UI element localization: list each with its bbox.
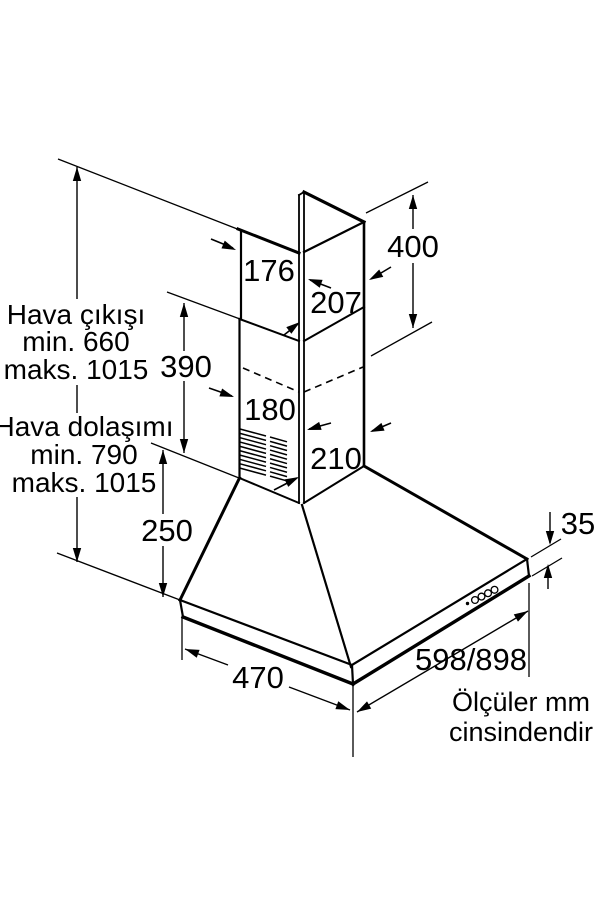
canopy-left-slope-edge [177,475,242,603]
arrowhead [284,477,299,487]
duct-section-seam-right [302,305,366,343]
canopy-top-extension-line [150,442,240,479]
arrowhead [513,611,528,622]
vent-slat-line [239,428,267,437]
air-exhaust-min: min. 660 [22,326,129,357]
arrowhead [286,322,300,334]
vent-slat-line [269,449,288,456]
rim-35-top-extension-line [530,538,562,558]
arrowhead [369,269,384,280]
rim-bottom-left-edge [180,614,356,687]
rim-front-corner-edge [350,663,355,686]
dim-label-rim-height: 35 [561,506,595,541]
left-face-top-edge [236,227,301,255]
vent-slat-line [239,454,267,463]
arrowhead [158,583,168,597]
vent-slat-line [269,471,288,478]
rim-top-left-edge [178,598,354,667]
indicator-dot [465,601,470,606]
arrowhead [72,167,82,181]
arrowhead [179,439,189,453]
vent-slat-line [239,441,267,450]
labels: 176 207 400 390 180 210 250 35 470 598/8… [0,229,595,747]
air-recirculation-max: maks. 1015 [12,467,157,498]
canopy-right-slope-edge [361,463,530,562]
rim-top-extension-line [56,552,181,601]
arrowhead [185,649,200,658]
arrowheads [72,167,555,712]
canopy-front-slope-edge [300,503,353,669]
duct-seam-extension-line [166,291,241,320]
air-recirculation-min: min. 790 [30,439,137,470]
control-button [470,595,480,605]
control-button [490,585,499,594]
units-note-line-1: Ölçüler mm [452,687,590,717]
control-button [477,592,486,601]
vent-slat-line [239,463,267,472]
rim-bottom-right-edge [350,573,532,687]
duct-bottom-left [238,476,301,505]
air-recirculation-title: Hava dolaşımı [0,411,173,442]
arrowhead [370,422,385,432]
arrowhead [335,701,350,710]
dim-label-lower-duct-width: 180 [244,392,296,427]
dim-label-upper-duct-depth: 207 [310,285,362,320]
arrowhead [179,303,189,317]
rim-left-corner-edge [178,598,185,619]
control-buttons [465,585,499,606]
control-button [483,589,493,598]
vent-slat-line [269,466,288,473]
duct-bottom-right [302,464,366,505]
chimney-duct-outline [236,189,367,505]
vent-slat-line [269,440,288,447]
arrowhead [408,314,418,328]
dim-label-canopy-depth: 470 [232,660,284,695]
canopy-outline [177,463,532,687]
duct-400-bottom-extension-line [370,321,433,357]
arrowhead [543,564,553,578]
vent-slat-line [269,458,288,465]
vent-slat-line [269,444,288,452]
inner-duct-dashed-line [242,366,364,393]
vent-slat-line [269,475,288,482]
ceiling-reference-line [57,158,246,233]
arrowhead [72,548,82,562]
vent-slat-line [239,450,267,459]
rim-35-bottom-extension-line [531,557,563,577]
right-face-top-edge [302,220,366,254]
dim-label-upper-duct-height: 400 [387,229,439,264]
air-exhaust-max: maks. 1015 [4,354,149,385]
arrowhead [158,450,168,464]
vent-slat-line [239,467,267,476]
dim-label-lower-duct-height: 390 [160,349,212,384]
arrowhead [307,421,322,430]
air-exhaust-title: Hava çıkışı [7,299,145,330]
dim-label-lower-duct-depth: 210 [310,441,362,476]
units-note-line-2: cinsindendir [449,717,593,747]
duct-top-back-edge [301,189,367,225]
vent-slat-line [269,453,288,460]
arrowhead [219,388,234,397]
arrowhead [308,279,323,288]
arrowhead [545,531,555,545]
vent-slat-line [239,436,267,446]
vent-slats [239,428,288,482]
rim-top-right-edge [350,557,529,667]
vent-slat-line [239,432,267,442]
dim-label-canopy-width: 598/898 [415,642,527,677]
arrowhead [408,195,418,209]
duct-top-extension-line [365,181,429,214]
arrowhead [357,701,372,712]
duct-section-seam-left [238,317,301,343]
vent-slat-line [269,462,288,469]
vent-slat-line [269,436,288,443]
dim-label-upper-duct-width: 176 [243,253,295,288]
dim-label-canopy-height: 250 [141,513,193,548]
arrowhead [221,240,236,250]
vent-slat-line [239,458,267,468]
vent-slat-line [239,445,267,455]
rim-right-corner-edge [525,557,531,578]
